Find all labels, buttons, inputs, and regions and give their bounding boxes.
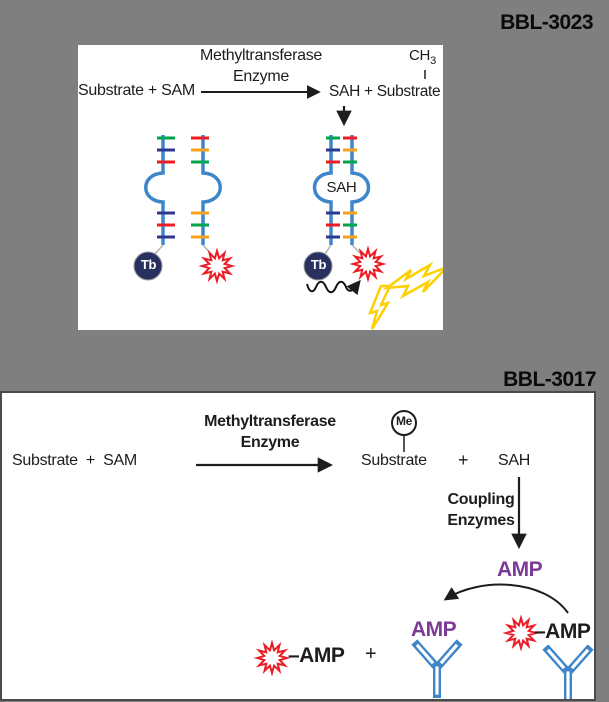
antibody-y-tracer-icon xyxy=(542,644,594,699)
methyl-ch: CH xyxy=(409,47,431,64)
reactants-text: Substrate + SAM xyxy=(12,452,137,469)
methyl-subscript: 3 xyxy=(430,55,436,67)
base-ticks-open xyxy=(157,136,209,239)
aptamer-open-icon xyxy=(133,135,233,282)
slide-label-bbl-3023: BBL-3023 xyxy=(500,11,593,34)
acceptor-starburst-icon xyxy=(201,250,233,282)
bound-tracer-starburst-icon xyxy=(505,617,537,649)
coupling-enzymes-line1: Coupling xyxy=(447,491,515,508)
slide-label-bbl-3017: BBL-3017 xyxy=(503,368,596,391)
tb-donor-bead xyxy=(133,251,163,281)
tr-fret-diagram-graphics xyxy=(133,70,443,330)
emission-bolt-vertical-icon xyxy=(367,284,392,330)
byproduct-text: SAH xyxy=(498,452,530,469)
antibody-y-icon xyxy=(411,639,463,698)
methyl-group-text: CH3 xyxy=(409,47,436,68)
tb-label-left: Tb xyxy=(140,257,157,272)
antibody-amp-label: AMP xyxy=(411,618,457,641)
open-left-strand xyxy=(144,135,165,245)
amp-product-label: AMP xyxy=(497,558,543,581)
tb-label-right: Tb xyxy=(310,257,327,272)
products-text: SAH + Substrate xyxy=(329,83,441,100)
enzyme-name-line1: Methyltransferase xyxy=(204,413,336,430)
closed-right-strand xyxy=(350,135,371,245)
donor-connector xyxy=(324,244,332,255)
plus-sign-bottom: + xyxy=(365,643,377,665)
coupling-enzymes-line2: Enzymes xyxy=(447,512,515,529)
emission-bolt-horizontal-icon xyxy=(382,261,443,300)
base-pairs-closed xyxy=(326,136,357,239)
enzyme-name-line2: Enzyme xyxy=(233,68,289,85)
amp-displacement-arc-arrow xyxy=(443,583,569,614)
fp-diagram-graphics xyxy=(196,410,594,699)
tr-fret-assay-panel: Methyltransferase Enzyme Substrate + SAM… xyxy=(78,45,443,330)
aptamer-closed-icon xyxy=(303,135,443,330)
closed-left-strand xyxy=(312,135,333,245)
plus-sign: + xyxy=(458,450,469,470)
open-right-strand xyxy=(201,135,222,245)
displaced-tracer-amp-label: –AMP xyxy=(534,620,591,643)
enzyme-name-line1: Methyltransferase xyxy=(199,47,323,64)
tb-donor-bead xyxy=(303,251,333,281)
tracer-amp-label: –AMP xyxy=(288,644,345,667)
fp-assay-panel: Methyltransferase Enzyme Substrate + SAM… xyxy=(0,391,596,701)
acceptor-connector xyxy=(351,244,361,254)
enzyme-name-line2: Enzyme xyxy=(240,434,300,451)
product-text: Substrate xyxy=(361,452,427,469)
donor-connector xyxy=(153,244,164,256)
acceptor-starburst-icon xyxy=(352,248,384,280)
reactants-text: Substrate + SAM xyxy=(78,82,195,99)
me-label: Me xyxy=(395,414,413,428)
fret-squiggle-arrow xyxy=(306,279,361,296)
tracer-starburst-icon xyxy=(256,642,288,674)
sah-loop-label: SAH xyxy=(326,179,357,196)
